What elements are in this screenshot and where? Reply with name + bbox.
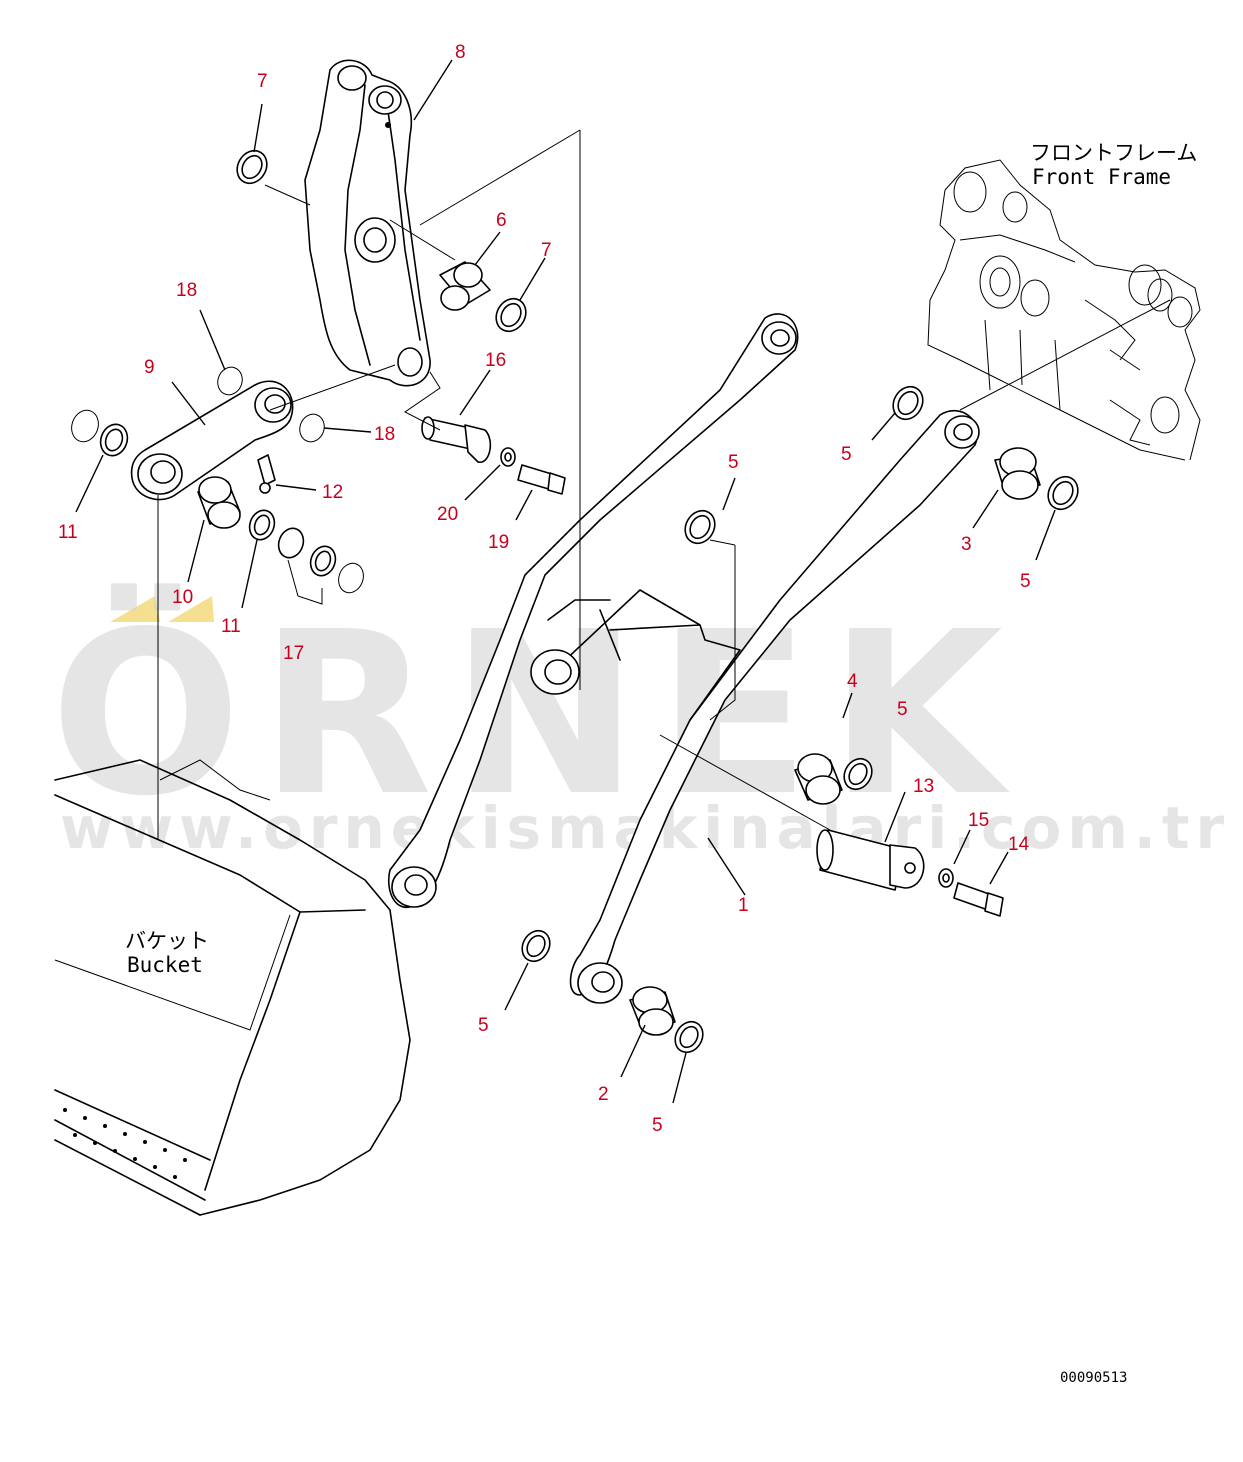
callout-7-right: 7 (541, 240, 552, 261)
bolt-19 (517, 464, 566, 495)
callout-9: 9 (144, 357, 155, 378)
callout-5-a: 5 (841, 444, 852, 465)
callout-5-b: 5 (728, 452, 739, 473)
callout-14: 14 (1008, 834, 1030, 855)
pin-16 (421, 416, 492, 463)
callout-2: 2 (598, 1084, 609, 1105)
washer-20 (500, 447, 516, 467)
callout-19: 19 (488, 532, 509, 553)
drawing-number: 00090513 (1060, 1370, 1127, 1386)
seal-rings (71, 149, 1079, 1054)
callouts: 8 7 6 7 18 9 18 16 11 12 20 19 10 11 17 … (58, 42, 1031, 1136)
bolt-14 (953, 882, 1004, 917)
bucket-label-jp: バケット (125, 929, 209, 953)
front-frame-label-jp: フロントフレーム (1030, 141, 1197, 165)
callout-5-d: 5 (897, 699, 908, 720)
callout-20: 20 (437, 504, 458, 525)
callout-5-f: 5 (652, 1115, 663, 1136)
link (130, 380, 294, 501)
callout-11-bottom: 11 (221, 616, 241, 637)
callout-5-e: 5 (478, 1015, 489, 1036)
callout-3: 3 (961, 534, 972, 555)
bell-crank (304, 59, 431, 387)
assembly-lines (157, 129, 1171, 840)
callout-12: 12 (322, 482, 343, 503)
pin-13 (816, 829, 925, 891)
grease-fitting-12 (257, 454, 276, 494)
front-frame: フロントフレーム Front Frame (927, 141, 1201, 461)
callout-4: 4 (847, 671, 858, 692)
callout-5-c: 5 (1020, 571, 1031, 592)
bushing-2 (629, 986, 676, 1036)
callout-15: 15 (968, 810, 989, 831)
lift-arm (388, 313, 980, 1004)
bucket-label-en: Bucket (127, 953, 203, 977)
callout-6: 6 (496, 210, 507, 231)
callout-16: 16 (485, 350, 506, 371)
callout-18-right: 18 (374, 424, 395, 445)
washer-15 (938, 868, 954, 888)
front-frame-label-en: Front Frame (1032, 165, 1171, 189)
callout-7-top: 7 (257, 71, 268, 92)
bushing-3 (994, 447, 1041, 500)
callout-13: 13 (913, 776, 934, 797)
callout-8: 8 (455, 42, 466, 63)
bushing-10 (197, 476, 241, 529)
callout-18-left: 18 (176, 280, 197, 301)
callout-11-left: 11 (58, 522, 78, 543)
bucket: バケット Bucket (54, 759, 411, 1216)
callout-17: 17 (283, 643, 304, 664)
leader-lines (75, 59, 1056, 1104)
callout-10: 10 (172, 587, 193, 608)
bushing-4 (794, 753, 843, 805)
bushing-6 (439, 261, 491, 311)
callout-1: 1 (738, 895, 749, 916)
